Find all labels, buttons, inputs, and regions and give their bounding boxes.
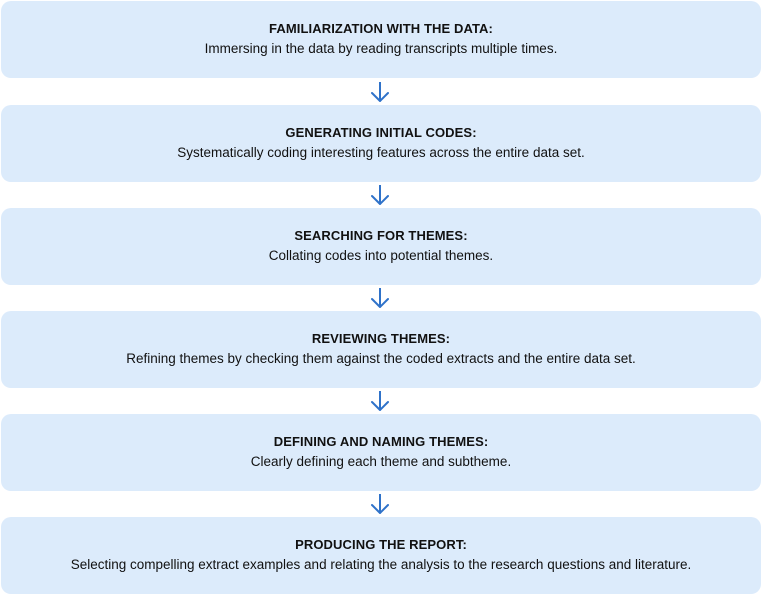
step-description: Clearly defining each theme and subtheme… bbox=[250, 454, 512, 469]
step-description: Collating codes into potential themes. bbox=[268, 248, 494, 263]
step-description: Immersing in the data by reading transcr… bbox=[204, 41, 558, 56]
step-title: DEFINING AND NAMING THEMES: bbox=[273, 434, 489, 449]
step-box-reviewing-themes: REVIEWING THEMES: Refining themes by che… bbox=[1, 311, 761, 388]
step-box-initial-codes: GENERATING INITIAL CODES: Systematically… bbox=[1, 105, 761, 182]
down-arrow-icon bbox=[371, 494, 389, 514]
step-box-searching-themes: SEARCHING FOR THEMES: Collating codes in… bbox=[1, 208, 761, 285]
step-title: SEARCHING FOR THEMES: bbox=[294, 228, 468, 243]
step-title: PRODUCING THE REPORT: bbox=[295, 537, 467, 552]
down-arrow-icon bbox=[371, 82, 389, 102]
step-title: GENERATING INITIAL CODES: bbox=[285, 125, 477, 140]
step-box-defining-themes: DEFINING AND NAMING THEMES: Clearly defi… bbox=[1, 414, 761, 491]
step-box-producing-report: PRODUCING THE REPORT: Selecting compelli… bbox=[1, 517, 761, 594]
down-arrow-icon bbox=[371, 185, 389, 205]
step-title: FAMILIARIZATION WITH THE DATA: bbox=[269, 21, 493, 36]
down-arrow-icon bbox=[371, 391, 389, 411]
down-arrow-icon bbox=[371, 288, 389, 308]
step-description: Systematically coding interesting featur… bbox=[177, 145, 585, 160]
step-box-familiarization: FAMILIARIZATION WITH THE DATA: Immersing… bbox=[1, 1, 761, 78]
step-description: Selecting compelling extract examples an… bbox=[70, 557, 692, 572]
step-description: Refining themes by checking them against… bbox=[126, 351, 636, 366]
step-title: REVIEWING THEMES: bbox=[311, 331, 451, 346]
